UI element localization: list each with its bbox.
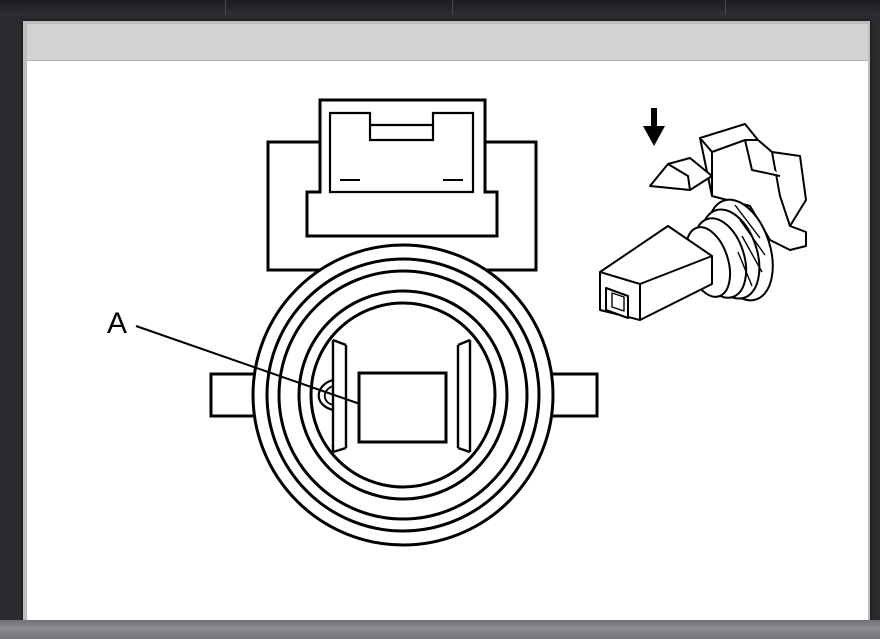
window-top-bar [0, 0, 880, 16]
lock-tab-inner [328, 111, 475, 194]
callout-a-label: A [107, 307, 127, 340]
figure-header-bar [27, 24, 868, 61]
cavity-right-rail-ends [457, 338, 471, 454]
lock-tab-outline [305, 98, 499, 238]
cavity-left-rail [331, 340, 348, 452]
ring-4 [297, 289, 509, 501]
cavity-right-rail [456, 340, 472, 452]
connector-face-drawing [135, 98, 599, 547]
inner-ring [309, 301, 497, 489]
ring-2 [265, 257, 541, 533]
callout-a-leader [135, 325, 361, 405]
cavity-latch-inner [323, 385, 334, 406]
down-arrow-icon [643, 108, 665, 146]
cavity-latch [317, 378, 334, 412]
window-bottom-bar [0, 620, 880, 639]
top-bar-divider [225, 0, 226, 14]
top-bar-divider [725, 0, 726, 14]
top-bar-divider [452, 0, 453, 14]
terminal-a [357, 371, 448, 444]
ring-3 [277, 269, 529, 521]
connector-isometric-icon [599, 123, 807, 321]
cavity-left-rail-ends [332, 338, 347, 454]
